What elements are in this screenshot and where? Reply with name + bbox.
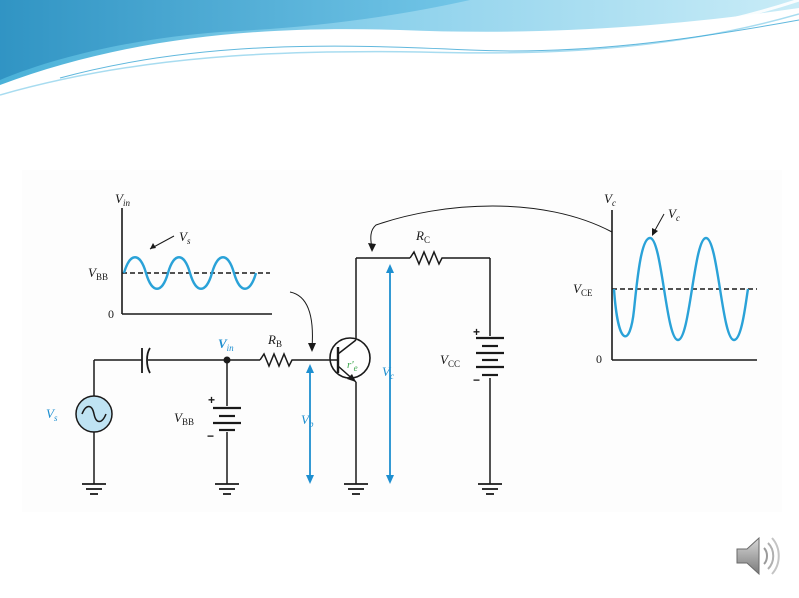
output-origin-label: 0 [596, 352, 602, 366]
svg-text:Vs: Vs [46, 406, 58, 423]
svg-text:Vin: Vin [218, 336, 234, 353]
vb-measurement-arrow [306, 364, 314, 484]
rc-label: R [415, 228, 424, 243]
svg-text:RC: RC [415, 228, 430, 245]
svg-text:Vb: Vb [301, 412, 314, 429]
rb-label: R [267, 332, 276, 347]
svg-text:VCC: VCC [440, 352, 460, 369]
rb-sub: B [276, 339, 282, 349]
re-label: r' [347, 359, 354, 371]
vin-node-dot [223, 356, 231, 364]
output-dc-label: V [573, 281, 583, 296]
source-sub: s [54, 413, 58, 423]
amplifier-circuit-figure: Vin Vs VBB 0 [22, 170, 782, 512]
output-axis-label: V [604, 191, 614, 206]
vcc-sub: CC [448, 359, 460, 369]
output-sine-wave [612, 236, 750, 342]
vin-label: V [218, 336, 228, 351]
input-axis-sub: in [123, 198, 131, 208]
svg-text:r'e: r'e [347, 359, 358, 373]
vbb-label: V [174, 410, 184, 425]
output-signal-label: V [668, 206, 678, 221]
header-wave-banner [0, 0, 799, 96]
input-dc-label: V [88, 265, 98, 280]
output-axis-sub: c [612, 198, 616, 208]
input-signal-label: V [179, 229, 189, 244]
svg-text:VCE: VCE [573, 281, 593, 298]
vb-sub: b [309, 419, 314, 429]
svg-text:RB: RB [267, 332, 282, 349]
svg-text:Vin: Vin [115, 191, 130, 208]
svg-text:Vc: Vc [604, 191, 616, 208]
circuit-wiring [93, 250, 491, 484]
input-axis-label: V [115, 191, 125, 206]
vc-measurement-arrow [386, 264, 394, 484]
svg-text:Vc: Vc [668, 206, 680, 223]
input-origin-label: 0 [108, 307, 114, 321]
vbb-minus-sign: − [207, 429, 214, 443]
vc-label: V [382, 364, 392, 379]
vbb-sub: BB [182, 417, 194, 427]
ac-source-symbol [75, 395, 113, 433]
ground-symbols [82, 483, 502, 495]
svg-text:Vc: Vc [382, 364, 394, 381]
output-to-collector-arrow [370, 205, 613, 249]
output-dc-sub: CE [581, 288, 593, 298]
input-signal-sub: s [187, 236, 191, 246]
vcc-battery-symbol [476, 336, 504, 377]
input-sine-wave [122, 256, 258, 290]
vc-sub: c [390, 371, 394, 381]
vbb-plus-sign: + [208, 393, 215, 407]
vb-label: V [301, 412, 311, 427]
input-dc-sub: BB [96, 272, 108, 282]
vcc-label: V [440, 352, 450, 367]
speaker-icon[interactable] [733, 533, 783, 579]
vbb-battery-symbol [213, 406, 241, 432]
output-signal-pointer [653, 213, 665, 233]
input-to-base-arrow [289, 291, 313, 349]
output-waveform-graph: Vc Vc VCE 0 [573, 191, 757, 366]
vcc-plus-sign: + [473, 325, 480, 339]
rc-sub: C [424, 235, 430, 245]
svg-text:VBB: VBB [88, 265, 108, 282]
output-signal-sub: c [676, 213, 680, 223]
transistor-symbol [322, 337, 371, 383]
source-label: V [46, 406, 56, 421]
svg-text:VBB: VBB [174, 410, 194, 427]
svg-text:Vs: Vs [179, 229, 191, 246]
re-sub: e [354, 363, 358, 373]
vin-sub: in [227, 343, 235, 353]
vcc-minus-sign: − [473, 373, 480, 387]
input-waveform-graph: Vin Vs VBB 0 [88, 191, 272, 321]
